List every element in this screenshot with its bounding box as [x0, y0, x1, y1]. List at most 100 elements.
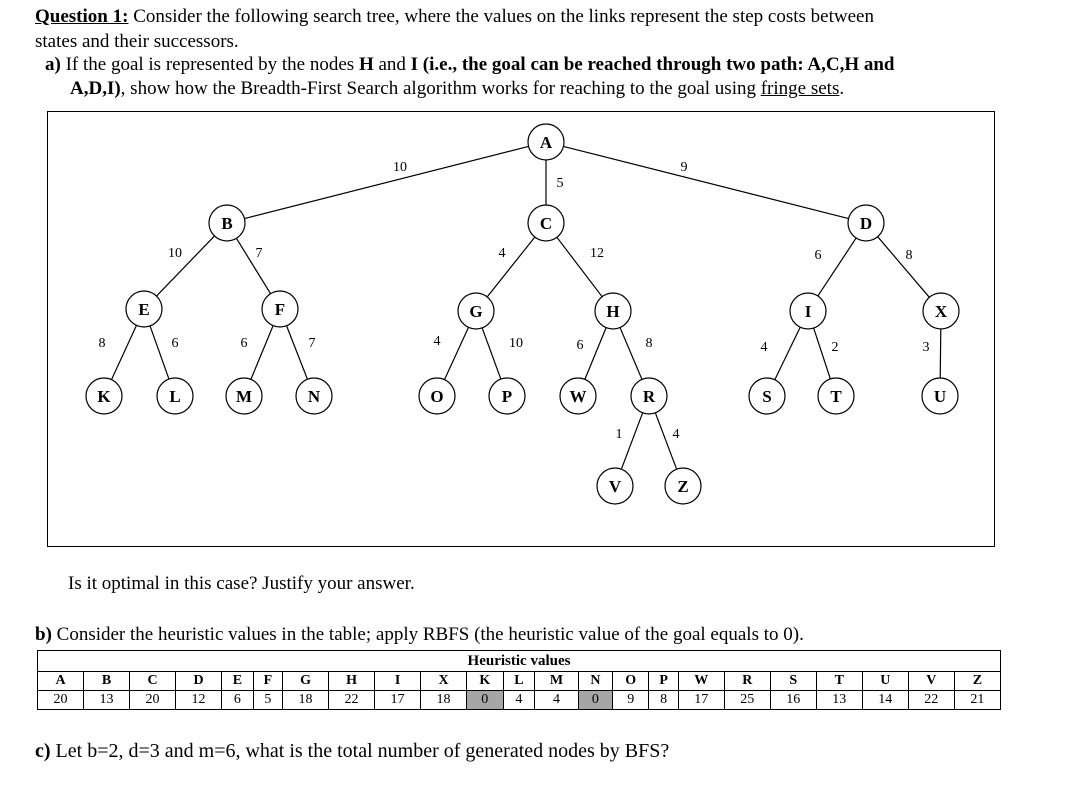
edge-cost-H-R: 8: [646, 336, 653, 351]
edge-R-V: [620, 412, 644, 470]
svg-text:C: C: [540, 214, 552, 233]
tree-node-B: B: [208, 204, 246, 242]
heuristic-value-K: 0: [466, 690, 504, 710]
heuristic-name-T: T: [815, 671, 863, 691]
heuristic-name-K: K: [466, 671, 504, 691]
heuristic-name-N: N: [577, 671, 613, 691]
tree-node-S: S: [748, 377, 786, 415]
edge-cost-E-K: 8: [99, 336, 106, 351]
svg-text:B: B: [221, 214, 232, 233]
svg-text:L: L: [169, 387, 180, 406]
heuristic-name-L: L: [502, 671, 536, 691]
edge-cost-A-D: 9: [681, 160, 688, 175]
edge-E-K: [110, 325, 138, 380]
edge-cost-D-X: 8: [906, 248, 913, 263]
edge-cost-A-C: 5: [557, 176, 564, 191]
part-a-and: and: [373, 54, 411, 75]
heuristic-value-T: 13: [815, 690, 863, 710]
heuristic-value-S: 16: [769, 690, 817, 710]
heuristic-value-L: 4: [502, 690, 536, 710]
edge-R-Z: [654, 412, 678, 470]
optimal-question: Is it optimal in this case? Justify your…: [68, 573, 415, 594]
heuristic-value-W: 17: [677, 690, 725, 710]
heuristic-name-D: D: [175, 671, 222, 691]
tree-node-L: L: [156, 377, 194, 415]
edge-I-S: [774, 326, 801, 381]
svg-text:U: U: [934, 387, 946, 406]
heuristic-value-O: 9: [611, 690, 650, 710]
edge-cost-G-O: 4: [434, 334, 441, 349]
part-a-text: If the goal is represented by the nodes: [60, 54, 359, 75]
heuristic-name-E: E: [221, 671, 254, 691]
edge-C-G: [486, 236, 536, 298]
part-a-end: .: [839, 78, 845, 99]
tree-node-D: D: [847, 204, 885, 242]
heuristic-name-U: U: [861, 671, 909, 691]
heuristic-name-I: I: [374, 671, 422, 691]
edge-H-W: [584, 327, 607, 380]
heuristic-value-A: 20: [37, 690, 84, 710]
edge-cost-C-H: 12: [590, 246, 604, 261]
tree-node-X: X: [922, 292, 960, 330]
heuristic-value-V: 22: [907, 690, 955, 710]
heuristic-name-O: O: [611, 671, 650, 691]
svg-text:G: G: [469, 302, 482, 321]
tree-node-A: A: [527, 123, 565, 161]
edge-X-U: [939, 328, 942, 379]
part-a-text2: , show how the Breadth-First Search algo…: [120, 78, 761, 99]
svg-text:M: M: [236, 387, 252, 406]
svg-text:K: K: [97, 387, 111, 406]
heuristic-name-Z: Z: [953, 671, 1002, 691]
svg-text:O: O: [430, 387, 443, 406]
edge-G-O: [443, 327, 470, 380]
tree-node-K: K: [85, 377, 123, 415]
tree-node-C: C: [527, 204, 565, 242]
tree-node-G: G: [457, 292, 495, 330]
part-a-goal-i: I (i.e., the goal can be reached through…: [410, 54, 895, 75]
edge-C-H: [556, 236, 603, 298]
tree-node-N: N: [295, 377, 333, 415]
tree-node-M: M: [225, 377, 263, 415]
heuristic-value-X: 18: [420, 690, 468, 710]
svg-text:N: N: [308, 387, 321, 406]
svg-text:V: V: [609, 477, 622, 496]
heuristic-value-F: 5: [252, 690, 284, 710]
heuristic-name-M: M: [534, 671, 579, 691]
heuristic-value-H: 22: [328, 690, 376, 710]
heuristic-value-B: 13: [83, 690, 130, 710]
svg-text:Z: Z: [677, 477, 688, 496]
edge-B-F: [235, 238, 272, 294]
tree-node-V: V: [596, 467, 634, 505]
edge-A-D: [563, 145, 849, 220]
heuristic-name-V: V: [907, 671, 955, 691]
edge-cost-D-I: 6: [815, 248, 822, 263]
svg-text:T: T: [830, 387, 842, 406]
edge-F-M: [250, 325, 274, 380]
heuristic-name-C: C: [129, 671, 176, 691]
edge-B-E: [156, 235, 215, 297]
heuristic-name-F: F: [252, 671, 284, 691]
heuristic-value-I: 17: [374, 690, 422, 710]
tree-node-I: I: [789, 292, 827, 330]
heuristic-name-H: H: [328, 671, 376, 691]
heuristic-name-X: X: [420, 671, 468, 691]
edge-A-B: [244, 145, 529, 220]
tree-node-E: E: [125, 290, 163, 328]
edge-cost-F-N: 7: [309, 336, 316, 351]
edge-cost-A-B: 10: [393, 160, 407, 175]
svg-text:X: X: [935, 302, 948, 321]
question-title-line: Question 1: Consider the following searc…: [35, 6, 874, 28]
heuristic-value-D: 12: [175, 690, 222, 710]
fringe-sets-term: fringe sets: [760, 78, 840, 99]
svg-text:R: R: [643, 387, 656, 406]
heuristic-name-R: R: [723, 671, 771, 691]
svg-text:S: S: [762, 387, 771, 406]
part-a-path: A,D,I): [70, 78, 121, 99]
heuristic-name-G: G: [282, 671, 330, 691]
heuristic-name-B: B: [83, 671, 130, 691]
heuristic-value-U: 14: [861, 690, 909, 710]
